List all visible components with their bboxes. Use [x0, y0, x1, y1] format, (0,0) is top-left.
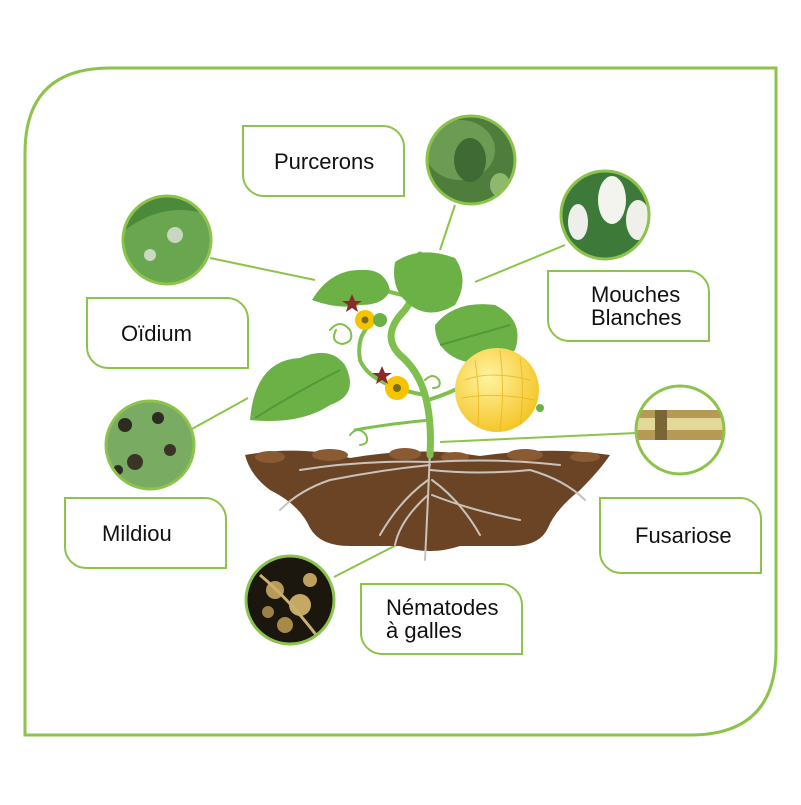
label-mildiou-text: Mildiou [102, 520, 172, 546]
photo-mouches [559, 169, 651, 261]
connector-mouches [474, 244, 566, 283]
connector-purcerons [439, 204, 456, 251]
label-oidium-text: Oïdium [121, 320, 192, 346]
label-mouches-text: Mouches Blanches [591, 282, 682, 330]
plant-leaves [250, 252, 518, 421]
photo-purcerons [425, 114, 517, 206]
connector-fusariose [439, 432, 637, 443]
label-purcerons: Purcerons [242, 125, 405, 197]
photo-nematodes [244, 554, 336, 646]
connector-mildiou [189, 397, 249, 431]
plant-roots [279, 449, 586, 561]
photo-fusariose [634, 384, 726, 476]
label-nematodes-text: Nématodes à galles [386, 595, 499, 643]
label-oidium: Oïdium [86, 297, 249, 369]
label-nematodes: Nématodes à galles [360, 583, 523, 655]
label-mouches: Mouches Blanches [547, 270, 710, 342]
label-purcerons-text: Purcerons [274, 148, 375, 174]
melon-fruit [455, 348, 544, 432]
photo-oidium [121, 194, 213, 286]
label-fusariose-text: Fusariose [635, 523, 732, 548]
connector-oidium [209, 257, 316, 281]
outer-frame [23, 66, 778, 737]
label-mildiou: Mildiou [64, 497, 227, 569]
plant-flowers [342, 294, 409, 400]
soil-clods [255, 448, 600, 463]
connector-lines [189, 204, 637, 578]
photo-mildiou [104, 399, 196, 491]
label-fusariose: Fusariose [599, 497, 762, 574]
